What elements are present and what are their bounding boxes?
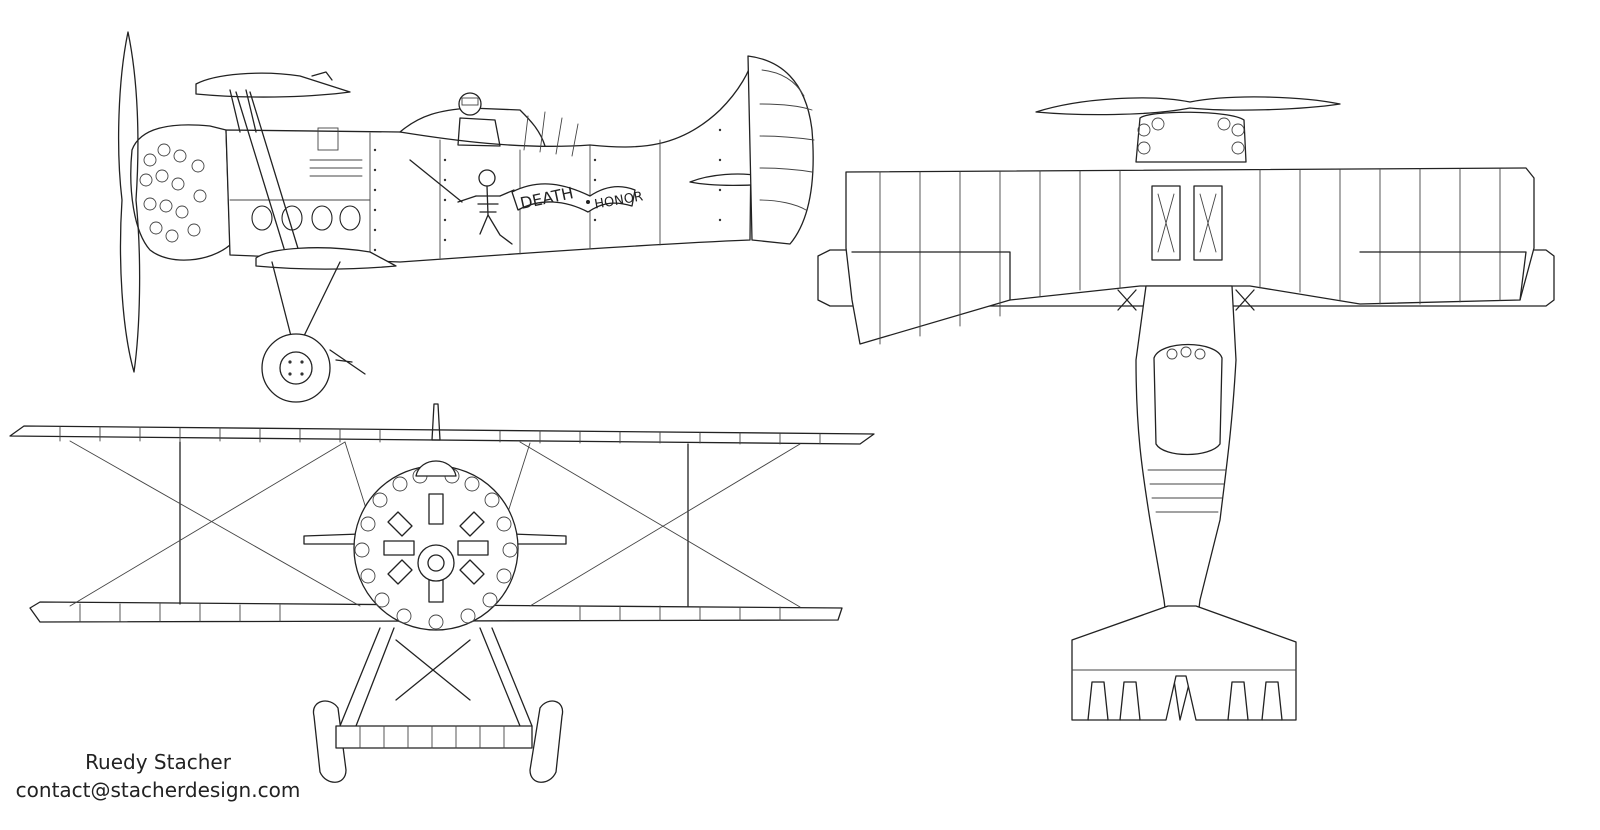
top-propeller xyxy=(1035,96,1341,116)
front-landing-gear xyxy=(339,627,533,727)
top-engine-skulls xyxy=(1137,117,1245,155)
front-engine-skulls xyxy=(354,468,518,630)
top-upper-wing xyxy=(845,167,1535,345)
side-rudder-ribs xyxy=(759,69,815,211)
side-turtledeck-ribs xyxy=(523,111,579,157)
top-aileron-right xyxy=(1359,251,1527,301)
front-tail-fin xyxy=(431,403,441,441)
front-wheel-left xyxy=(312,700,347,783)
side-pilot-goggles xyxy=(461,97,479,106)
side-pilot-head xyxy=(458,92,482,116)
side-tail-skid xyxy=(329,349,366,375)
banner-separator-dot xyxy=(586,200,590,204)
top-cockpit-instruments xyxy=(1166,346,1206,360)
front-propeller-spinner xyxy=(427,554,445,572)
side-louvres xyxy=(309,159,363,177)
front-interplane-struts xyxy=(179,441,689,607)
side-engine-grille xyxy=(317,127,339,151)
side-upper-wing xyxy=(195,72,351,98)
author-email[interactable]: contact@stacherdesign.com xyxy=(15,778,301,802)
side-banner-ribbon xyxy=(511,183,636,213)
side-wheel-hub xyxy=(279,351,313,385)
author-name: Ruedy Stacher xyxy=(85,750,231,774)
side-propeller xyxy=(117,31,141,373)
top-wing-ribs xyxy=(879,168,1501,345)
top-tailplane xyxy=(1071,605,1297,721)
top-gun-cooling-holes xyxy=(1157,193,1217,253)
side-skeleton-emblem xyxy=(409,159,515,245)
top-elevator-ribs xyxy=(1087,681,1283,721)
front-upper-wing xyxy=(9,425,875,445)
side-landing-gear-struts xyxy=(271,261,341,341)
front-cockpit-headrest xyxy=(415,460,457,477)
side-engine-cowl xyxy=(130,124,231,261)
front-wheel-right xyxy=(529,700,564,783)
side-lower-wing xyxy=(255,247,397,270)
side-pilot-body xyxy=(457,117,501,147)
side-rudder xyxy=(747,55,814,245)
side-skull-cluster xyxy=(139,143,207,243)
side-cabane-strut-front xyxy=(229,89,257,133)
front-axle-ribs xyxy=(359,725,505,749)
side-gun-sight xyxy=(311,71,333,81)
side-interplane-strut xyxy=(235,91,301,256)
front-axle-spreader xyxy=(335,725,533,749)
top-cockpit-opening xyxy=(1153,343,1223,456)
top-engine-cowl xyxy=(1135,111,1247,163)
top-cabane-struts xyxy=(1117,289,1255,311)
front-lower-wing-ribs xyxy=(79,603,781,622)
top-fuselage-bands xyxy=(1147,469,1227,513)
top-aileron-left xyxy=(851,251,1011,301)
front-upper-wing-ribs xyxy=(59,426,821,445)
author-credit: Ruedy Stacher contact@stacherdesign.com xyxy=(8,748,308,804)
side-wheel-bolts xyxy=(288,360,304,376)
